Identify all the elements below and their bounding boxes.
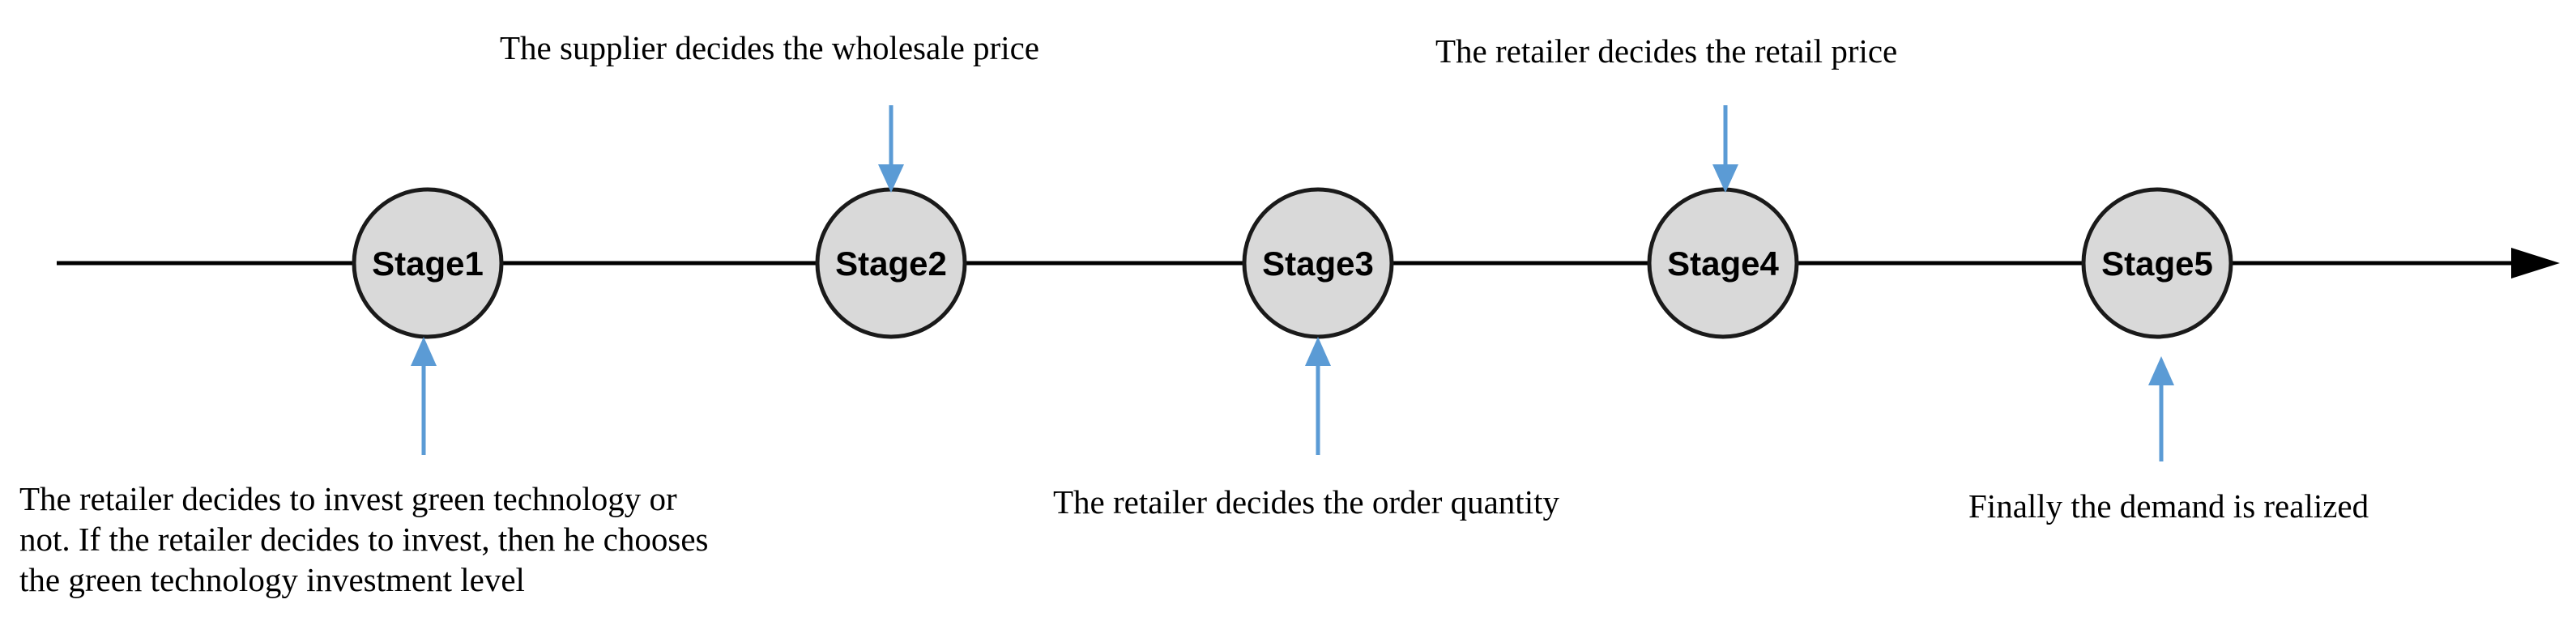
arrow-head bbox=[411, 337, 437, 366]
stage-circle bbox=[1647, 187, 1799, 339]
stage-node-5: Stage5 bbox=[2081, 187, 2233, 339]
stage1-arrow bbox=[411, 337, 437, 455]
stage-node-4: Stage4 bbox=[1647, 187, 1799, 339]
stage-circle bbox=[2081, 187, 2233, 339]
stage-label: Stage5 bbox=[2101, 244, 2213, 283]
stage2-arrow bbox=[878, 105, 904, 193]
stage-node-3: Stage3 bbox=[1242, 187, 1394, 339]
arrow-head bbox=[1305, 337, 1331, 366]
stage4-arrow bbox=[1712, 105, 1738, 193]
stage1-note-line: not. If the retailer decides to invest, … bbox=[19, 521, 709, 558]
stage5-note: Finally the demand is realized bbox=[1968, 486, 2369, 526]
stage-label: Stage2 bbox=[835, 244, 947, 283]
stage3-note-text: The retailer decides the order quantity bbox=[1053, 483, 1559, 521]
timeline-arrowhead bbox=[2511, 248, 2560, 278]
stage1-note: The retailer decides to invest green tec… bbox=[19, 478, 708, 600]
stage-node-1: Stage1 bbox=[352, 187, 504, 339]
stage5-note-text: Finally the demand is realized bbox=[1968, 487, 2369, 525]
stage3-note: The retailer decides the order quantity bbox=[1053, 482, 1559, 522]
stage-label: Stage4 bbox=[1667, 244, 1779, 283]
stage-label: Stage3 bbox=[1262, 244, 1374, 283]
stage3-arrow bbox=[1305, 337, 1331, 455]
stage-label: Stage1 bbox=[372, 244, 484, 283]
stage4-note-text: The retailer decides the retail price bbox=[1435, 32, 1898, 70]
stage2-note-text: The supplier decides the wholesale price bbox=[500, 29, 1039, 66]
arrow-head bbox=[878, 164, 904, 193]
arrow-head bbox=[1712, 164, 1738, 193]
stage1-note-line: The retailer decides to invest green tec… bbox=[19, 480, 677, 517]
stage-node-2: Stage2 bbox=[815, 187, 967, 339]
stage1-note-line: the green technology investment level bbox=[19, 561, 525, 598]
stage2-note: The supplier decides the wholesale price bbox=[500, 28, 1039, 68]
arrow-head bbox=[2148, 356, 2174, 385]
stage-circle bbox=[352, 187, 504, 339]
stage4-note: The retailer decides the retail price bbox=[1435, 31, 1897, 71]
stage5-arrow bbox=[2148, 356, 2174, 461]
